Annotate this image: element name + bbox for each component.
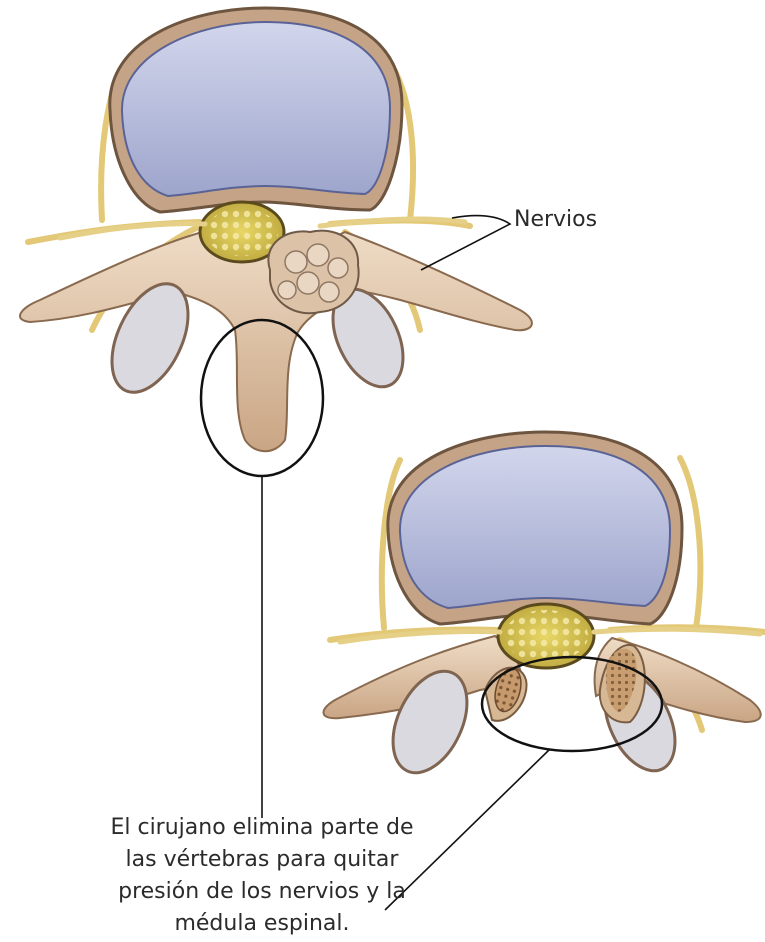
vertebra-before: [20, 8, 532, 476]
caption-line-3: presión de los nervios y la: [52, 876, 472, 908]
caption-line-2: las vértebras para quitar: [52, 844, 472, 876]
intervertebral-disc-top: [122, 22, 390, 196]
caption-line-4: médula espinal.: [52, 908, 472, 940]
nerves-label: Nervios: [514, 207, 597, 232]
vertebra-after: [324, 432, 765, 784]
caption-line-1: El cirujano elimina parte de: [52, 812, 472, 844]
herniation-top: [268, 231, 358, 314]
caption: El cirujano elimina parte de las vértebr…: [52, 812, 472, 940]
intervertebral-disc-bottom: [400, 446, 670, 608]
